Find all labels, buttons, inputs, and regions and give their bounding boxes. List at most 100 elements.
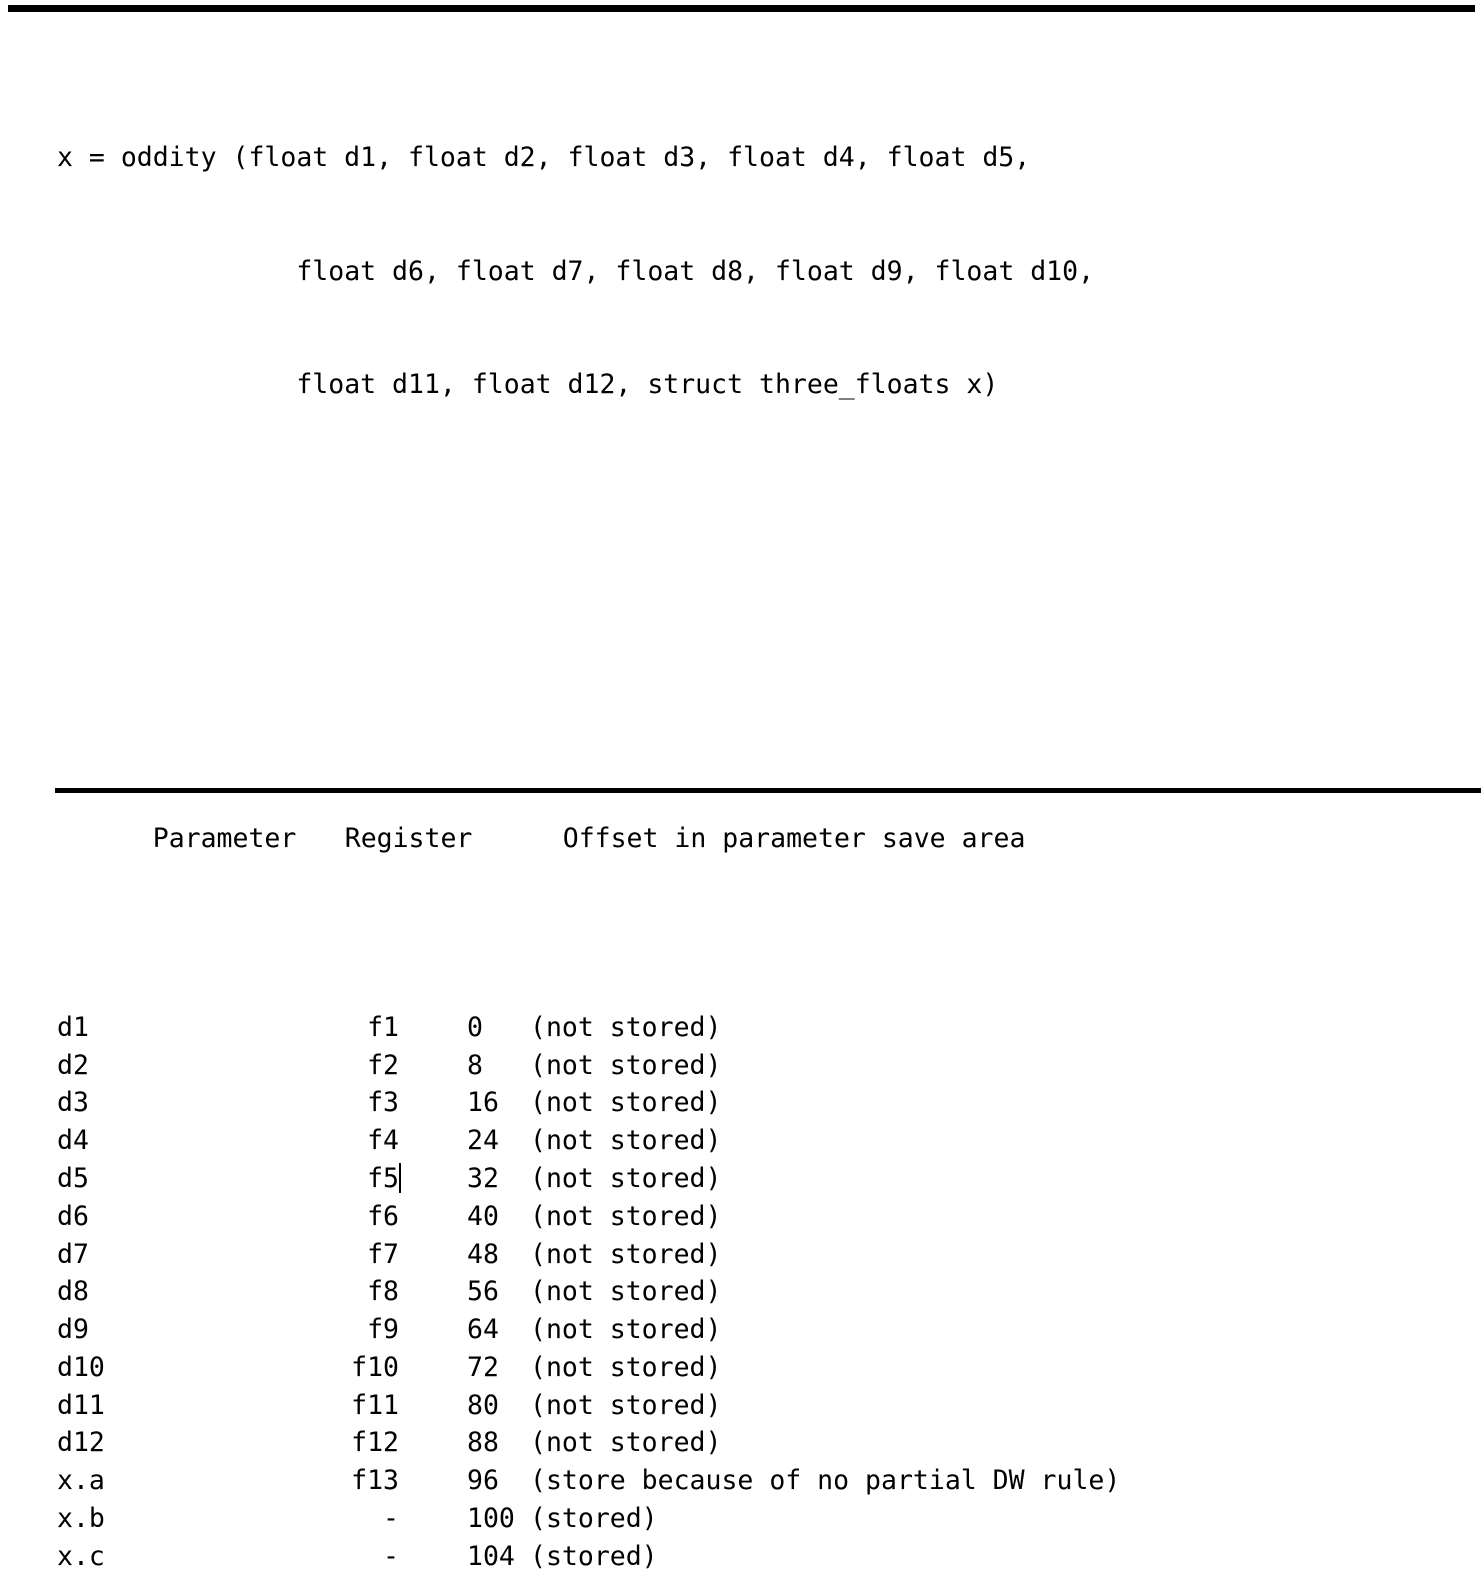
cell-note: (not stored) [530, 1389, 722, 1421]
table-row[interactable]: d11 f11 80 (not stored) [57, 1387, 1120, 1425]
cell-register: f11 [351, 1389, 399, 1421]
cell-register: f13 [351, 1465, 399, 1497]
cell-spacer [399, 1424, 467, 1462]
cell-spacer [399, 1273, 467, 1311]
cell-spacer [399, 1387, 467, 1425]
cell-register: - [383, 1503, 399, 1535]
cell-spacer [399, 1160, 467, 1198]
figure-text-block[interactable]: x = oddity (float d1, float d2, float d3… [57, 26, 1120, 1596]
cell-spacer [399, 1047, 467, 1085]
code-figure: x = oddity (float d1, float d2, float d3… [8, 5, 1481, 1572]
cell-parameter: d9 [57, 1314, 89, 1346]
cell-spacer [399, 1311, 467, 1349]
cell-register: - [383, 1540, 399, 1572]
cell-note: (not stored) [530, 1162, 722, 1194]
cell-offset: 40 [467, 1200, 499, 1232]
signature-line-2: float d6, float d7, float d8, float d9, … [57, 253, 1120, 291]
cell-register: f10 [351, 1351, 399, 1383]
signature-line-3: float d11, float d12, struct three_float… [57, 366, 1120, 404]
cell-offset: 24 [467, 1125, 499, 1157]
column-header-offset: Offset in parameter save area [562, 822, 1026, 854]
column-header-register: Register [344, 822, 473, 854]
table-row[interactable]: x.b - 100 (stored) [57, 1500, 1120, 1538]
cell-note: (not stored) [530, 1049, 722, 1081]
table-row[interactable]: d3 f3 16 (not stored) [57, 1084, 1120, 1122]
cell-offset: 16 [467, 1087, 499, 1119]
signature-indent-3 [57, 369, 296, 400]
blank-separator-1 [57, 517, 1120, 555]
cell-offset: 100 [467, 1503, 515, 1535]
column-header-parameter: Parameter [152, 822, 297, 854]
cell-parameter: x.a [57, 1465, 105, 1497]
cell-spacer [399, 1349, 467, 1387]
cell-offset: 80 [467, 1389, 499, 1421]
table-row[interactable]: d9 f9 64 (not stored) [57, 1311, 1120, 1349]
cell-register: f5 [367, 1162, 401, 1194]
cell-register: f9 [367, 1314, 399, 1346]
table-header-row: Parameter Register Offset in parameter sav… [57, 782, 1120, 895]
cell-parameter: d12 [57, 1427, 105, 1459]
cell-spacer [399, 1084, 467, 1122]
cell-note: (stored) [530, 1503, 658, 1535]
cell-note: (not stored) [530, 1427, 722, 1459]
cell-register: f6 [367, 1200, 399, 1232]
cell-parameter: d2 [57, 1049, 89, 1081]
table-row[interactable]: d7 f7 48 (not stored) [57, 1236, 1120, 1274]
table-row[interactable]: d1 f1 0 (not stored) [57, 1009, 1120, 1047]
figure-top-rule [8, 5, 1475, 12]
cell-register: f7 [367, 1238, 399, 1270]
cell-note: (not stored) [530, 1351, 722, 1383]
cell-parameter: d8 [57, 1276, 89, 1308]
cell-register: f8 [367, 1276, 399, 1308]
cell-note: (not stored) [530, 1200, 722, 1232]
signature-line-2-text: float d6, float d7, float d8, float d9, … [296, 255, 1095, 287]
table-row[interactable]: x.a f13 96 (store because of no partial DW… [57, 1462, 1120, 1500]
table-row[interactable]: d2 f2 8 (not stored) [57, 1047, 1120, 1085]
cell-parameter: d7 [57, 1238, 89, 1270]
cell-offset: 104 [467, 1540, 515, 1572]
cell-offset: 64 [467, 1314, 499, 1346]
cell-offset: 8 [467, 1049, 483, 1081]
cell-note: (not stored) [530, 1276, 722, 1308]
cell-register: f2 [367, 1049, 399, 1081]
cell-note: (not stored) [530, 1238, 722, 1270]
signature-line-3-text: float d11, float d12, struct three_float… [296, 369, 999, 401]
cell-spacer [399, 1198, 467, 1236]
cell-parameter: x.c [57, 1540, 105, 1572]
cell-note: (not stored) [530, 1125, 722, 1157]
cell-register: f3 [367, 1087, 399, 1119]
cell-parameter: d3 [57, 1087, 89, 1119]
cell-spacer [399, 1462, 467, 1500]
cell-parameter: d11 [57, 1389, 105, 1421]
cell-offset: 32 [467, 1162, 499, 1194]
cell-spacer [399, 1236, 467, 1274]
cell-note: (not stored) [530, 1314, 722, 1346]
cell-parameter: x.b [57, 1503, 105, 1535]
cell-offset: 96 [467, 1465, 499, 1497]
table-row[interactable]: d4 f4 24 (not stored) [57, 1122, 1120, 1160]
cell-parameter: d4 [57, 1125, 89, 1157]
cell-offset: 0 [467, 1011, 483, 1043]
table-row[interactable]: x.c - 104 (stored) [57, 1538, 1120, 1576]
signature-line-1: x = oddity (float d1, float d2, float d3… [57, 142, 1031, 174]
cell-note: (stored) [530, 1540, 658, 1572]
table-body: d1 f1 0 (not stored) d2 f2 8 (not stored) d3 f3… [57, 1009, 1120, 1576]
cell-offset: 48 [467, 1238, 499, 1270]
cell-register: f1 [367, 1011, 399, 1043]
cell-register: f4 [367, 1125, 399, 1157]
cell-note: (not stored) [530, 1011, 722, 1043]
cell-parameter: d1 [57, 1011, 89, 1043]
blank-separator-2 [57, 631, 1120, 669]
cell-spacer [399, 1009, 467, 1047]
figure-bottom-rule [55, 788, 1481, 793]
cell-spacer [399, 1500, 467, 1538]
cell-note: (store because of no partial DW rule) [530, 1465, 1121, 1497]
cell-parameter: d6 [57, 1200, 89, 1232]
signature-indent-2 [57, 256, 296, 287]
table-row[interactable]: d6 f6 40 (not stored) [57, 1198, 1120, 1236]
cell-note: (not stored) [530, 1087, 722, 1119]
